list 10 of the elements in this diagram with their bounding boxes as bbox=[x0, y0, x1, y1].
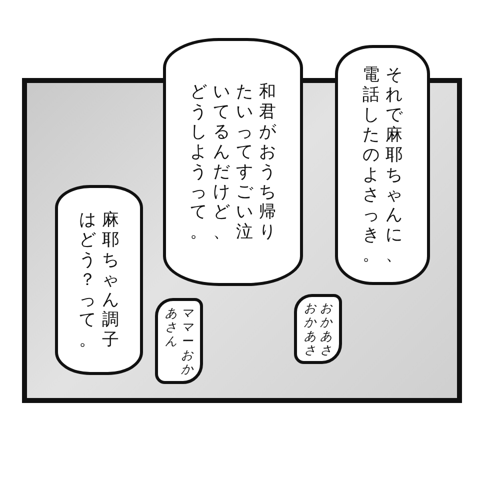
speech-bubble bbox=[335, 45, 430, 285]
speech-bubble bbox=[163, 38, 303, 286]
dialogue-text: 和君がおうち帰りたいってすごい泣いてるんだけど、どうしようって。 bbox=[190, 82, 276, 242]
dialogue-text: それで麻耶ちゃんに、電話したのよさっき。 bbox=[362, 65, 403, 265]
handwritten-text: おかあさおかあさ bbox=[304, 301, 332, 357]
speech-bubble bbox=[294, 294, 342, 364]
speech-bubble bbox=[155, 298, 203, 384]
handwritten-text: ママーおかあさん bbox=[164, 306, 194, 376]
dialogue-text: 麻耶ちゃん調子はどう？って。 bbox=[78, 210, 120, 350]
speech-bubble bbox=[55, 185, 143, 375]
